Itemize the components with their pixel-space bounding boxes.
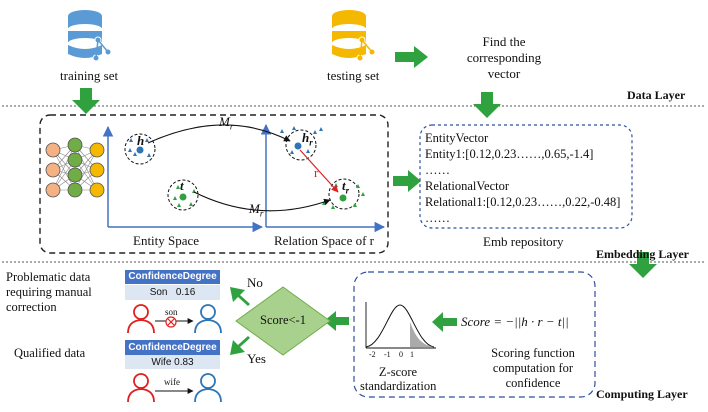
card-bottom-header-bg — [125, 340, 220, 355]
testing-database-icon — [332, 10, 376, 62]
mr-top-sub: r — [229, 121, 234, 132]
r-label: r — [314, 165, 319, 180]
decision-text: Score<-1 — [260, 313, 306, 327]
tick-neg1: -1 — [384, 350, 391, 359]
mr-mapping-h — [147, 124, 291, 144]
tr-symbol: tr — [342, 178, 349, 196]
embedding-space-frame — [39, 114, 389, 254]
find-vector-line-2: corresponding — [466, 50, 542, 65]
emb-repository-frame — [419, 124, 633, 229]
t-symbol: t — [180, 178, 184, 193]
relation-son-label: son — [165, 307, 178, 317]
no-label: No — [247, 275, 263, 290]
tick-neg2: -2 — [369, 350, 376, 359]
arrow-formula-to-zscore — [432, 312, 457, 332]
embedding-layer-label: Embedding Layer — [596, 247, 690, 261]
scoring-line-2: computation for — [492, 361, 574, 375]
h-entity-cluster — [124, 133, 156, 165]
card-bottom-value: Wife 0.83 — [151, 357, 194, 368]
repo-line-5: Relational1:[0.12,0.23……,0.22,-0.48] — [425, 195, 621, 209]
entity-space-label: Entity Space — [133, 233, 200, 248]
arrow-to-computing — [629, 252, 657, 278]
scoring-frame — [353, 271, 596, 398]
computing-layer-label: Computing Layer — [596, 387, 688, 401]
zscore-line-1: Z-score — [378, 365, 418, 379]
arrow-vector-to-repository — [473, 92, 501, 118]
arrow-training-to-network — [72, 88, 100, 114]
tick-1: 1 — [410, 350, 414, 359]
hr-relation-cluster — [280, 126, 323, 161]
training-set-label: training set — [60, 68, 119, 83]
hr-symbol-sub: r — [309, 137, 313, 148]
decision-diamond — [235, 286, 331, 356]
problematic-line-2: requiring manual — [6, 285, 92, 299]
problematic-line-3: correction — [6, 300, 57, 314]
training-database-icon — [68, 10, 112, 62]
score-formula: Score = −||h · r − t|| — [461, 314, 569, 329]
repo-line-1: EntityVector — [425, 131, 489, 145]
zscore-text: Z-score standardization — [360, 365, 436, 393]
scoring-line-1: Scoring function — [491, 346, 575, 360]
mr-bottom-sub: r — [259, 208, 264, 219]
relation-space-label: Relation Space of r — [274, 233, 374, 248]
relation-vector-r — [299, 149, 339, 193]
problematic-data-text: Problematic data requiring manual correc… — [6, 270, 92, 315]
yes-label: Yes — [247, 351, 266, 366]
hr-symbol-main: h — [302, 130, 310, 145]
repository-content: EntityVector Entity1:[0.12,0.23……,0.65,-… — [425, 130, 620, 226]
data-layer-label: Data Layer — [627, 88, 686, 102]
scoring-function-text: Scoring function computation for confide… — [478, 346, 588, 391]
hr-symbol: hr — [302, 130, 313, 148]
card-bottom-header: ConfidenceDegree — [128, 342, 217, 353]
tr-symbol-main: t — [342, 178, 346, 193]
arrow-to-find-vector — [395, 46, 428, 68]
normal-distribution-plot — [365, 302, 436, 349]
repo-line-6: …… — [425, 211, 450, 225]
repo-line-4: RelationalVector — [425, 179, 509, 193]
t-entity-cluster — [167, 179, 199, 211]
card-top-header: ConfidenceDegree — [128, 271, 217, 282]
repo-line-2: Entity1:[0.12,0.23……,0.65,-1.4] — [425, 147, 594, 161]
relation-wife-label: wife — [164, 377, 180, 387]
tick-0: 0 — [399, 350, 403, 359]
person-blue-icon — [194, 304, 222, 334]
person-blue-icon-2 — [194, 373, 222, 403]
wrong-relation-icon — [165, 316, 177, 328]
h-symbol: h — [137, 133, 145, 148]
repo-line-3: …… — [425, 163, 450, 177]
card-top-value-bg — [125, 285, 220, 300]
card-top-header-bg — [125, 270, 220, 284]
arrow-to-repository — [393, 170, 421, 192]
emb-repository-caption: Emb repository — [483, 234, 564, 249]
card-bottom-value-bg — [125, 355, 220, 369]
arrow-zscore-to-decision — [324, 311, 349, 331]
mr-top-main: M — [219, 114, 230, 129]
qualified-data-label: Qualified data — [14, 346, 86, 360]
arrow-no — [230, 287, 250, 306]
person-red-icon — [127, 304, 155, 334]
problematic-line-1: Problematic data — [6, 270, 91, 284]
tr-relation-cluster — [322, 178, 365, 210]
arrow-yes — [230, 336, 250, 355]
neural-network-icon — [45, 137, 105, 198]
mr-mapping-t — [193, 191, 331, 212]
person-red-icon-2 — [127, 373, 155, 403]
testing-set-label: testing set — [327, 68, 380, 83]
tr-symbol-sub: r — [345, 185, 350, 196]
find-vector-line-1: Find the — [482, 34, 526, 49]
scoring-line-3: confidence — [505, 376, 561, 390]
find-vector-line-3: vector — [487, 66, 521, 81]
mr-label-bottom: Mr — [249, 201, 263, 219]
find-vector-text: Find the corresponding vector — [456, 34, 552, 82]
mr-label-top: Mr — [219, 114, 233, 132]
card-top-value: Son 0.16 — [149, 287, 196, 298]
mr-bottom-main: M — [249, 201, 260, 216]
zscore-line-2: standardization — [360, 379, 437, 393]
